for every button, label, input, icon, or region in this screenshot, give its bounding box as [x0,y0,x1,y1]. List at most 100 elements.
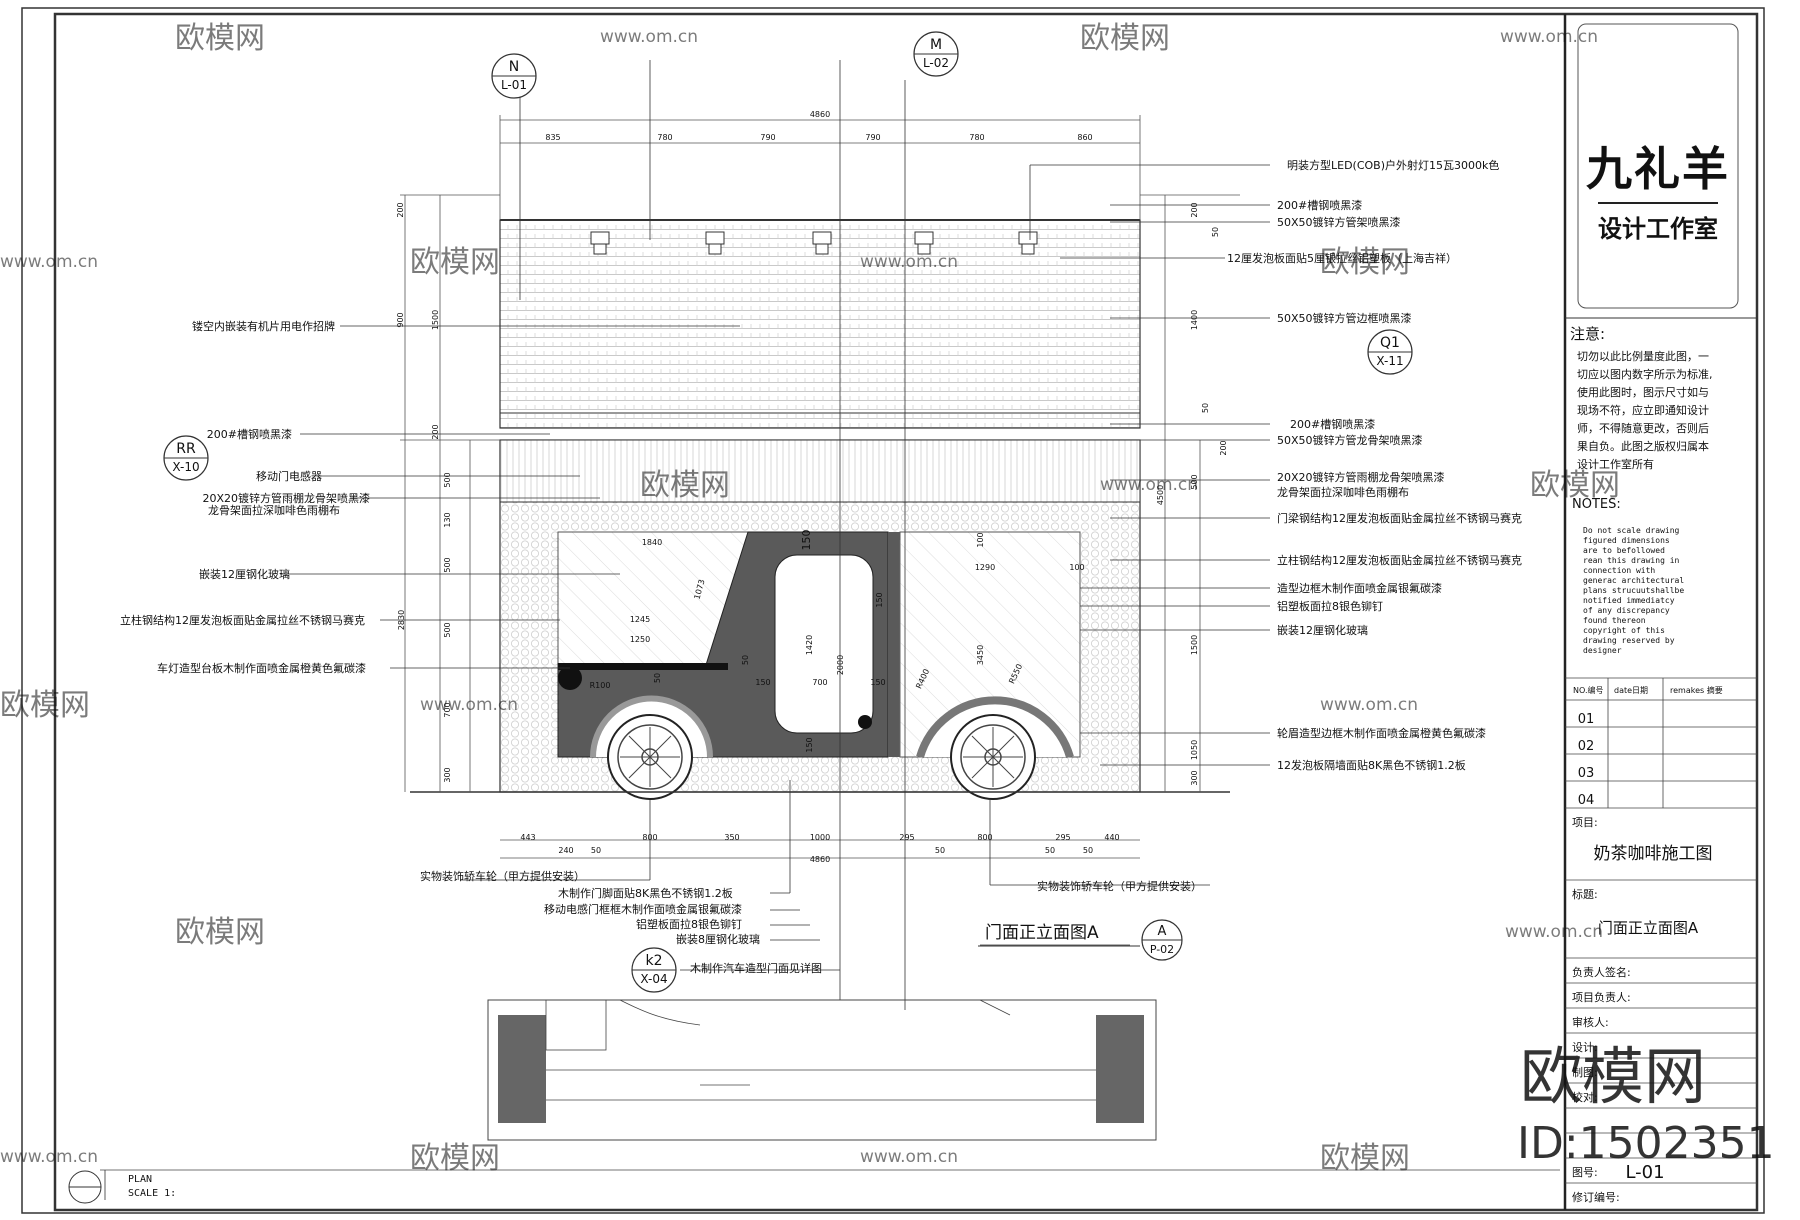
annotation-label: 50X50镀锌方管边框喷黑漆 [1277,311,1412,325]
annotation-label: 50X50镀锌方管架喷黑漆 [1277,215,1401,229]
dim-left-inner: 300 [443,767,452,782]
sign-label: 校对: [1572,1090,1598,1104]
dim-bottom-seg: 295 [1055,833,1070,842]
annotation-label: 立柱钢结构12厘发泡板面贴金属拉丝不锈钢马赛克 [1277,553,1522,567]
dim-right: 300 [1190,770,1199,785]
elevation-drawing [400,60,1240,1010]
sign-label: 设计: [1572,1041,1598,1054]
watermarks: 欧模网 www.om.cn 欧模网 www.om.cn 欧模网 www.om.c… [0,21,1620,1176]
title-block: 九礼羊 设计工作室 注意: 切勿以此比例量度此图，一 切应以图内数字所示为标准,… [1563,14,1757,1210]
rev-row: 03 [1578,766,1595,781]
watermark-brand: 欧模网 [175,21,265,56]
notes-line: figured dimensions [1583,536,1670,545]
watermark-brand: 欧模网 [0,688,90,723]
watermark-brand: 欧模网 [410,245,500,280]
notes-line: rean this drawing in [1583,556,1680,565]
watermark-brand: 欧模网 [1080,21,1170,56]
annotation-label: 立柱钢结构12厘发泡板面贴金属拉丝不锈钢马赛克 [120,613,365,627]
dim-left: 1500 [431,310,440,330]
dim-right-total: 4500 [1156,485,1165,505]
notes-line: of any discrepancy [1583,606,1670,615]
dim-bottom-seg: 50 [591,846,601,855]
door-opening [774,554,874,734]
dim-bottom-seg: 295 [899,833,914,842]
dim-inner: 50 [653,673,662,683]
annotation-label: 移动门电感器 [256,469,322,483]
sign-label: 修订编号: [1572,1190,1620,1204]
notice-line: 果自负。此图之版权归属本 [1577,439,1709,453]
watermark-id-block: 欧模网 ID:1502351 [1517,1040,1775,1169]
dim-inner: 150 [805,737,814,752]
watermark-url: www.om.cn [600,27,698,47]
dim-bottom-seg: 350 [724,833,739,842]
plan-label: PLAN [128,1174,152,1185]
logo-main: 九礼羊 [1586,142,1730,196]
dim-left: 200 [431,424,440,439]
dim-inner: 150 [800,530,813,551]
annotation-label: 实物装饰轿车轮（甲方提供安装） [420,869,585,883]
dim-bottom-seg: 50 [1045,846,1055,855]
watermark-brand: 欧模网 [640,468,730,503]
callout-letter: k2 [645,953,662,969]
bottom-labels: 实物装饰轿车轮（甲方提供安装） 木制作门脚面贴8K黑色不锈钢1.2板 移动电感门… [420,869,1202,975]
dim-inner: 1840 [642,538,662,547]
front-wheel [607,714,693,800]
revision-table [1565,677,1757,809]
dim-top-seg: 780 [657,133,672,142]
callout-sheet: X-10 [172,460,199,474]
callout-letter: N [509,59,519,75]
dim-bottom-seg: 800 [977,833,992,842]
watermark-url: www.om.cn [1100,475,1198,495]
annotation-label: 车灯造型台板木制作面喷金属橙黄色氟碳漆 [157,661,366,675]
leader-lines [280,164,1270,971]
signboard-panel [499,219,1141,429]
dim-left-inner: 500 [443,622,452,637]
dim-top-total: 4860 [810,110,830,119]
dim-left: 200 [396,202,405,217]
annotation-label: 门梁钢结构12厘发泡板面贴金属拉丝不锈钢马赛克 [1277,511,1522,525]
callout-letter: RR [176,441,196,457]
notice-line: 使用此图时，图示尺寸如与 [1577,385,1709,399]
dim-inner: 1420 [805,635,814,655]
plan-note: PLAN SCALE 1: [68,1169,1560,1204]
annotation-label: 50X50镀锌方管龙骨架喷黑漆 [1277,433,1423,447]
rev-row: 04 [1578,793,1595,808]
callout-M: M L-02 [913,31,959,77]
dim-top-seg: 835 [545,133,560,142]
callout-letter: A [1158,924,1167,939]
watermark-url: www.om.cn [860,1147,958,1167]
callout-letter: M [930,37,942,53]
sign-label: 负责人签名: [1572,965,1631,979]
outer-frame [21,7,1765,1214]
dim-bottom-total: 4860 [810,855,830,864]
callout-A: A P-02 [1141,919,1183,961]
callout-sheet: P-02 [1150,943,1174,956]
logo-sub: 设计工作室 [1598,215,1718,243]
dim-inner: 100 [976,532,985,547]
dim-inner: 100 [1069,563,1084,572]
dim-inner: 1245 [630,615,650,624]
dim-right: 200 [1219,440,1228,455]
dim-bottom-seg: 443 [520,833,535,842]
sign-label: 审核人: [1572,1015,1609,1029]
sign-label: 制图: [1572,1066,1598,1079]
dim-bottom-seg: 440 [1104,833,1119,842]
dim-inner: 3450 [976,645,985,665]
dim-inner: 1290 [975,563,995,572]
dim-left-inner: 500 [443,557,452,572]
notes-line: plans strucuutshallbe [1583,586,1684,595]
notice-line: 切应以图内数字所示为标准, [1577,367,1713,381]
dim-inner: R100 [590,681,611,690]
annotation-label: 嵌装12厘钢化玻璃 [1277,623,1368,637]
dim-left-inner: 700 [443,702,452,717]
notes-text: Do not scale drawing figured dimensions … [1583,526,1684,655]
notes-line: Do not scale drawing [1583,526,1680,535]
dim-right: 1050 [1190,740,1199,760]
dim-left-inner: 130 [443,512,452,527]
watermark-url: www.om.cn [420,695,518,715]
watermark-url: www.om.cn [0,1147,98,1167]
dim-inner: 50 [741,655,750,665]
notes-line: connection with [1583,566,1655,575]
dim-inner: 150 [870,678,885,687]
